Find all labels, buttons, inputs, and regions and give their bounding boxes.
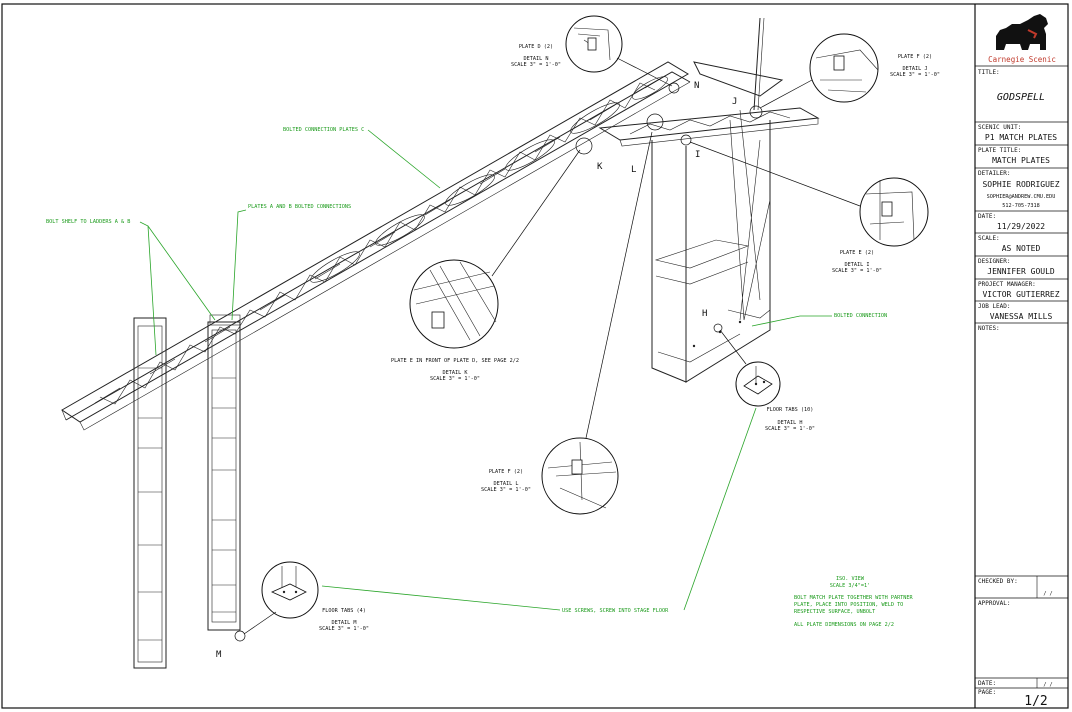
pm-label: PROJECT MANAGER: <box>978 281 1036 288</box>
callout-text: PLATE D (2) DETAIL N SCALE 3" = 1'-0" PL… <box>319 44 940 632</box>
date-label: DATE: <box>978 213 996 220</box>
approval-label: APPROVAL: <box>978 600 1011 607</box>
detail-m-scale: SCALE 3" = 1'-0" <box>319 626 369 632</box>
bolt-shelf-note: BOLT SHELF TO LADDERS A & B <box>46 219 130 225</box>
detailer-label: DETAILER: <box>978 170 1011 177</box>
plates-ab-note: PLATES A AND B BOLTED CONNECTIONS <box>248 204 351 210</box>
date2-value: / / <box>1043 682 1052 688</box>
plate-dimensions-note: ALL PLATE DIMENSIONS ON PAGE 2/2 <box>794 622 894 628</box>
letter-i: I <box>695 150 700 160</box>
detail-n-label: DETAIL N <box>524 56 549 62</box>
page-label: PAGE: <box>978 689 996 696</box>
detail-k-scale: SCALE 3" = 1'-0" <box>430 376 480 382</box>
bolted-connection-note: BOLTED CONNECTION <box>834 313 887 319</box>
detail-l-bubble <box>541 437 619 515</box>
detail-i-label: DETAIL I <box>845 262 870 268</box>
title-value: GODSPELL <box>997 92 1045 103</box>
detail-i-scale: SCALE 3" = 1'-0" <box>832 268 882 274</box>
green-notes: BOLTED CONNECTION PLATES C PLATES A AND … <box>46 127 914 628</box>
iso-view-title: ISO. VIEW <box>836 576 865 582</box>
notes-label: NOTES: <box>978 325 1000 332</box>
page-number: 1/2 <box>1024 694 1047 709</box>
scale-label: SCALE: <box>978 235 1000 242</box>
detailer-phone: 512-705-7318 <box>1002 203 1039 209</box>
ladder-left-back <box>207 314 241 631</box>
detail-l-scale: SCALE 3" = 1'-0" <box>481 487 531 493</box>
scottie-dog-logo <box>996 14 1048 50</box>
plate-e-note: PLATE E IN FRONT OF PLATE D, SEE PAGE 2/… <box>391 358 519 364</box>
sheet-border <box>1 3 1069 709</box>
pm-value: VICTOR GUTIERREZ <box>982 290 1059 299</box>
detailer-name: SOPHIE RODRIGUEZ <box>982 180 1059 189</box>
plate-e-label: PLATE E (2) <box>840 250 874 256</box>
date-value: 11/29/2022 <box>997 222 1045 231</box>
detail-j-scale: SCALE 3" = 1'-0" <box>890 72 940 78</box>
letter-n: N <box>694 81 699 91</box>
plate-d-label: PLATE D (2) <box>519 44 553 50</box>
scale-value: AS NOTED <box>1002 244 1041 253</box>
bolted-plates-c-note: BOLTED CONNECTION PLATES C <box>283 127 364 133</box>
designer-value: JENNIFER GOULD <box>987 267 1055 276</box>
floor-tabs-h-label: FLOOR TABS (10) <box>767 407 814 413</box>
date2-label: DATE: <box>978 680 996 687</box>
match-plate-note-2: PLATE, PLACE INTO POSITION, WELD TO <box>794 602 903 608</box>
letter-k: K <box>597 162 603 172</box>
detail-k-label: DETAIL K <box>443 370 469 376</box>
green-leaders <box>139 129 832 611</box>
letter-h: H <box>702 309 707 319</box>
detail-i-bubble <box>859 177 929 247</box>
letter-l: L <box>631 165 636 175</box>
detail-n-scale: SCALE 3" = 1'-0" <box>511 62 561 68</box>
detailer-email: SOPHIER@ANDREW.CMU.EDU <box>987 194 1056 200</box>
match-plate-note-1: BOLT MATCH PLATE TOGETHER WITH PARTNER <box>794 595 914 601</box>
cross-truss <box>598 17 820 147</box>
plate-title-value: MATCH PLATES <box>992 156 1050 165</box>
iso-structure <box>61 17 820 669</box>
plate-f-l-label: PLATE F (2) <box>489 469 523 475</box>
job-lead-value: VANESSA MILLS <box>990 312 1053 321</box>
main-truss <box>61 61 691 431</box>
designer-label: DESIGNER: <box>978 258 1011 265</box>
detail-callouts <box>234 15 929 642</box>
detail-m-label: DETAIL M <box>332 620 357 626</box>
title-block: Carnegie Scenic TITLE: GODSPELL SCENIC U… <box>975 14 1068 709</box>
letter-j: J <box>732 97 737 107</box>
detail-j-label: DETAIL J <box>903 66 928 72</box>
detail-letters: N J I K L H M <box>216 81 737 660</box>
detail-h-scale: SCALE 3" = 1'-0" <box>765 426 815 432</box>
checked-date: / / <box>1043 591 1052 597</box>
checked-by-label: CHECKED BY: <box>978 578 1018 585</box>
scenic-unit-label: SCENIC UNIT: <box>978 124 1021 131</box>
iso-view-scale: SCALE 3/4"=1' <box>830 583 871 589</box>
right-tower <box>651 109 771 383</box>
scenic-unit-value: P1 MATCH PLATES <box>985 133 1057 142</box>
match-plate-note-3: RESPECTIVE SURFACE, UNBOLT <box>794 609 875 615</box>
detail-h-label: DETAIL H <box>778 420 803 426</box>
detail-l-label: DETAIL L <box>494 481 519 487</box>
company-name: Carnegie Scenic <box>988 55 1056 64</box>
plate-title-label: PLATE TITLE: <box>978 147 1021 154</box>
ladder-left-front <box>133 317 167 669</box>
letter-m: M <box>216 650 222 660</box>
title-label: TITLE: <box>978 69 1000 76</box>
floor-tabs-m-label: FLOOR TABS (4) <box>322 608 366 614</box>
plate-f-j-label: PLATE F (2) <box>898 54 932 60</box>
use-screws-note: USE SCREWS, SCREW INTO STAGE FLOOR <box>562 608 669 614</box>
job-lead-label: JOB LEAD: <box>978 303 1011 310</box>
